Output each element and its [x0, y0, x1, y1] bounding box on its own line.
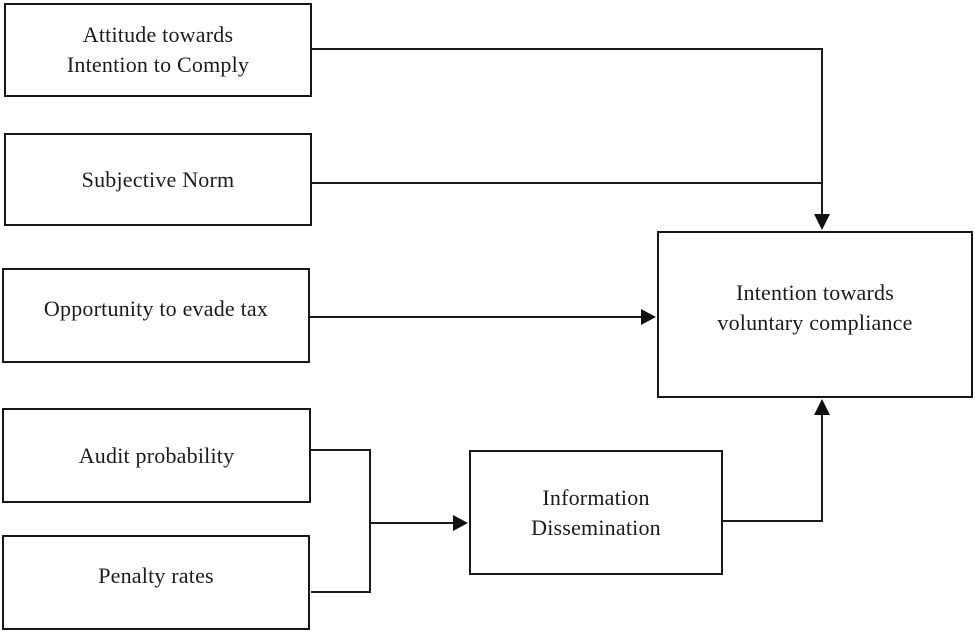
- node-label: Penalty rates: [98, 562, 214, 588]
- node-audit-probability: Audit probability: [2, 408, 311, 503]
- node-label: Attitude towards: [82, 22, 234, 48]
- arrowhead-down-icon: [814, 214, 830, 230]
- node-intention-voluntary-compliance: Intention towards voluntary compliance: [657, 231, 973, 398]
- node-label: Information: [542, 484, 650, 510]
- node-opportunity-to-evade-tax: Opportunity to evade tax: [2, 268, 310, 363]
- node-label: Subjective Norm: [81, 166, 235, 192]
- arrowhead-right-icon: [641, 309, 656, 325]
- node-penalty-rates: Penalty rates: [2, 535, 310, 630]
- arrowhead-right-icon: [453, 515, 468, 531]
- edge-information-to-intention: [723, 413, 823, 522]
- node-label: Opportunity to evade tax: [43, 295, 269, 321]
- node-attitude-towards-intention: Attitude towards Intention to Comply: [4, 3, 312, 97]
- node-label: Dissemination: [531, 514, 661, 540]
- node-information-dissemination: Information Dissemination: [469, 450, 723, 575]
- edge-attitude-to-intention: [312, 48, 823, 216]
- node-label: voluntary compliance: [717, 309, 913, 335]
- edge-audit-penalty-bracket: [311, 449, 371, 593]
- node-label: Intention to Comply: [66, 52, 250, 77]
- node-label: Intention towards: [736, 279, 894, 305]
- node-label: Audit probability: [78, 442, 235, 468]
- node-subjective-norm: Subjective Norm: [4, 133, 312, 226]
- arrowhead-up-icon: [814, 399, 830, 415]
